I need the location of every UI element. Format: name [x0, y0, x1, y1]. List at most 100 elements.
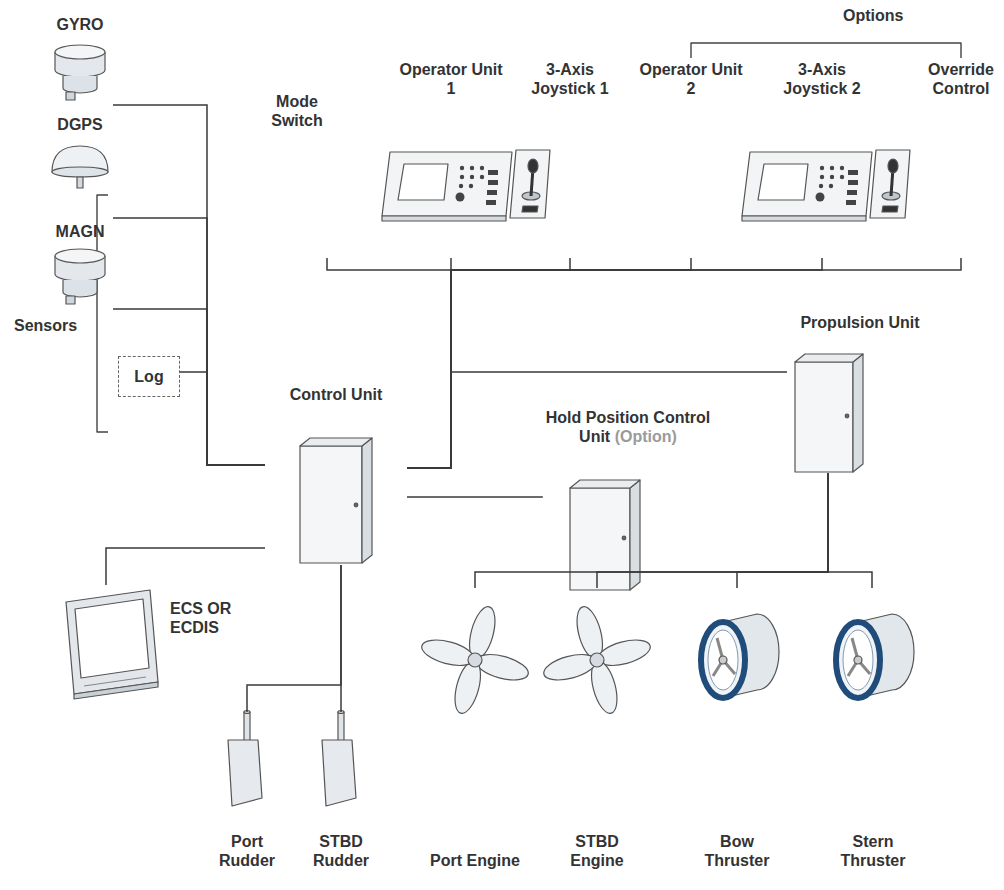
node-label: 3-Axis Joystick 1	[517, 60, 623, 98]
thruster-unit: Bow Thruster	[689, 588, 785, 870]
node-label: STBD Engine	[551, 832, 643, 870]
ecs-display: ECS OR ECDIS	[60, 585, 250, 699]
group-label: Options	[843, 6, 903, 25]
node-label-block: Mode Switch	[259, 92, 335, 130]
ecs-monitor	[66, 590, 158, 699]
connector-line	[737, 473, 828, 588]
sensor-unit: MAGN	[47, 222, 113, 315]
node-label: Stern Thruster	[822, 832, 924, 870]
log-box: Log	[118, 356, 180, 397]
operator-panel-1	[382, 150, 550, 221]
joystick-unit: 3-Axis Joystick 1	[517, 60, 623, 258]
node-label-block: Control Unit	[265, 385, 407, 404]
node-label: STBD Rudder	[303, 832, 379, 870]
connector-line	[407, 258, 691, 468]
connector-line	[407, 258, 822, 468]
stbd-rudder-icon	[322, 711, 356, 807]
propulsion-cabinet	[795, 354, 863, 472]
node-label-block: STBD Engine	[551, 832, 643, 870]
connector-line	[828, 473, 872, 588]
node-label: Port Engine	[429, 851, 521, 870]
node-label-block: DGPS	[47, 115, 113, 134]
node-label: GYRO	[47, 15, 113, 34]
magn-icon	[55, 249, 105, 304]
gyro-icon	[55, 45, 105, 100]
node-label: Log	[119, 367, 179, 386]
sensor-unit: GYRO	[47, 15, 113, 110]
operator-unit: Operator Unit 1	[398, 60, 504, 258]
connector-line	[106, 548, 265, 585]
node-label: Port Rudder	[209, 832, 285, 870]
bow-thruster-icon	[701, 614, 779, 698]
hold-position-cabinet	[570, 480, 640, 590]
rudder-unit: STBD Rudder	[303, 712, 379, 870]
node-label: 3-Axis Joystick 2	[767, 60, 877, 98]
hold-position-unit: Hold Position Control Unit(Option)	[543, 408, 713, 593]
node-label-block: Port Engine	[429, 851, 521, 870]
node-label: Override Control	[917, 60, 1004, 98]
node-label: MAGN	[47, 222, 113, 241]
port-propeller	[419, 604, 531, 716]
node-label: Mode Switch	[259, 92, 335, 130]
operator-panel-2	[742, 150, 910, 221]
control-unit: Control Unit	[265, 385, 407, 565]
sensor-unit: DGPS	[47, 115, 113, 225]
node-label-block: MAGN	[47, 222, 113, 241]
port-rudder-icon	[228, 711, 262, 807]
connector-line	[407, 372, 787, 468]
dgps-icon	[52, 146, 108, 188]
node-label-block: Operator Unit 1	[398, 60, 504, 98]
node-label: Operator Unit 1	[398, 60, 504, 98]
node-label: Propulsion Unit	[787, 313, 933, 332]
connector-line	[475, 473, 828, 588]
node-label-block: Operator Unit 2	[638, 60, 744, 98]
thruster-unit: Stern Thruster	[822, 588, 924, 870]
connector-line	[247, 565, 341, 712]
operator-unit: Operator Unit 2	[638, 60, 744, 258]
node-label: Bow Thruster	[689, 832, 785, 870]
connector-line	[180, 372, 265, 465]
connector-line	[407, 258, 961, 468]
node-label-block: Log	[119, 367, 179, 386]
joystick-unit: 3-Axis Joystick 2	[767, 60, 877, 258]
node-label-block: STBD Rudder	[303, 832, 379, 870]
connector-line	[113, 105, 265, 465]
connector-line	[327, 258, 451, 468]
connector-line	[113, 309, 265, 465]
engine-unit: Port Engine	[429, 588, 521, 870]
node-label-block: Propulsion Unit	[787, 313, 933, 332]
node-label-block: ECS OR ECDIS	[60, 585, 240, 637]
node-label-block: GYRO	[47, 15, 113, 34]
override-control: Override Control	[917, 60, 1004, 258]
node-label-block: Override Control	[917, 60, 1004, 98]
connector-line	[597, 473, 828, 588]
node-label-block: Hold Position Control Unit(Option)	[543, 408, 713, 446]
node-label: (Option)	[615, 428, 677, 445]
stern-thruster-icon	[836, 614, 914, 698]
rudder-unit: Port Rudder	[209, 712, 285, 870]
mode-switch: Mode Switch	[259, 92, 335, 258]
connector-line	[407, 496, 543, 498]
group-label: Sensors	[14, 316, 77, 335]
connector-line	[407, 258, 451, 468]
node-label-block: 3-Axis Joystick 1	[517, 60, 623, 98]
connector-line	[113, 218, 265, 465]
node-label: DGPS	[47, 115, 113, 134]
node-label-block: Stern Thruster	[822, 832, 924, 870]
connector-line	[407, 258, 570, 468]
node-label-block: Port Rudder	[209, 832, 285, 870]
options-bracket	[691, 43, 961, 58]
propulsion-unit: Propulsion Unit	[787, 313, 933, 473]
control-cabinet	[300, 438, 372, 563]
engine-unit: STBD Engine	[551, 588, 643, 870]
node-label-block: 3-Axis Joystick 2	[767, 60, 877, 98]
connector-line	[340, 565, 342, 712]
node-label: ECS OR ECDIS	[170, 599, 240, 637]
stbd-propeller	[541, 604, 653, 716]
node-label: Control Unit	[265, 385, 407, 404]
node-label: Operator Unit 2	[638, 60, 744, 98]
node-label-block: Bow Thruster	[689, 832, 785, 870]
